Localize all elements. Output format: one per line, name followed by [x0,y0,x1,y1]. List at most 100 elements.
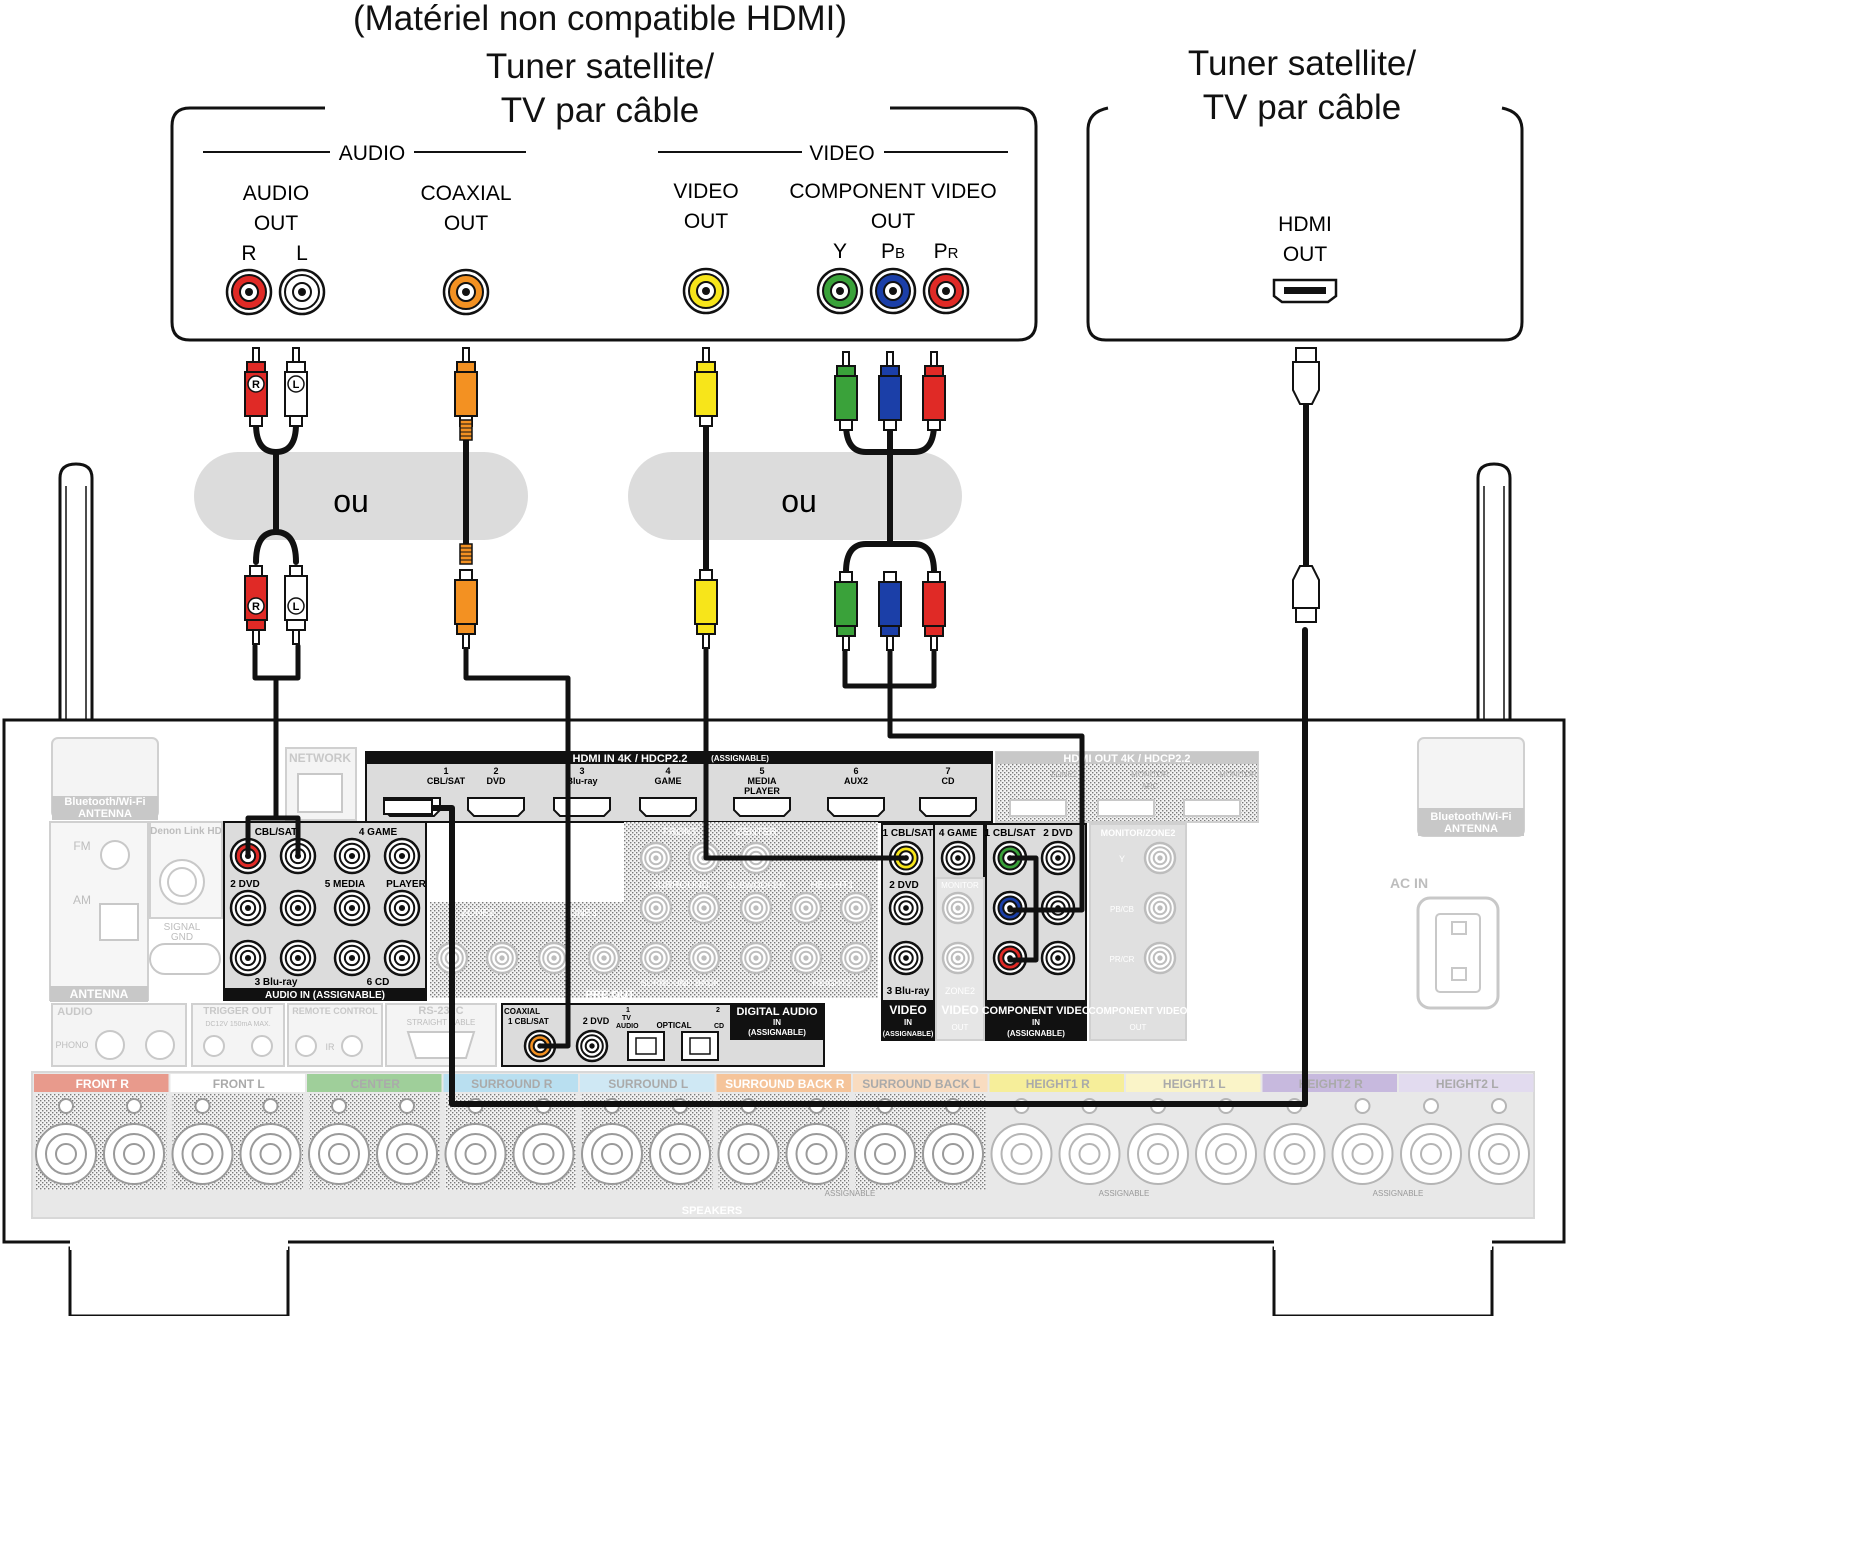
rs232-label: RS-232C [418,1005,463,1017]
pre-out-jack [485,941,519,975]
trigger-spec: DC12V 150mA MAX. [205,1021,270,1028]
video-out-panel-out: OUT [952,1023,969,1032]
component-out-label: COMPONENT VIDEO [1089,1006,1188,1017]
rca-plug-letter: R [252,601,260,613]
video-zone2-label: ZONE2 [945,986,975,996]
video-out-panel-label: VIDEO [941,1003,978,1017]
audio-in-jack [333,837,371,875]
hdmi-plug [1292,347,1320,405]
speaker-channel-header [1399,1074,1534,1092]
component-in-label: COMPONENT VIDEO [982,1005,1091,1017]
pre-out-jack [739,891,773,925]
pre-out-front: FRONT [663,827,697,838]
coax-sleeve [459,419,473,441]
component-out-out: OUT [1130,1023,1147,1032]
pre-out-subwoofer: SUBWOOFER [726,880,786,890]
audio-cable [253,421,299,565]
hdmi-out-port-inner [1284,287,1326,294]
video-in-jack-bluray [888,940,924,976]
or-label-video: ou [781,483,817,519]
trigger-area [191,1003,285,1067]
component-out-pb: PB/CB [1110,905,1134,914]
hdmi-in-port-label: 6 [853,766,858,776]
coaxial-out-label-2: OUT [444,212,489,235]
digital-optical-tv: 1 [626,1007,630,1014]
rca-plug [834,571,858,651]
digital-coax-dvd: 2 DVD [583,1016,610,1026]
component-in-y-jack-2 [1040,840,1076,876]
hdmi-in-label: HDMI IN 4K / HDCP2.2 [573,753,688,765]
speaker-channel-label: SURROUND BACK L [862,1077,980,1091]
video-in-cblsat-label: 1 CBL/SAT [883,828,934,839]
digital-audio-in: IN [773,1018,781,1027]
pre-out-jack [639,941,673,975]
video-section-jacks [888,840,1177,976]
bt-antenna-left-label: Bluetooth/Wi-Fi [64,796,145,808]
rca-plug [694,347,718,427]
speaker-channel-header [853,1074,988,1092]
component-out-label-1: COMPONENT VIDEO [789,180,996,203]
component-pr-jack [922,267,970,315]
component-pr-label: PR [934,240,959,263]
right-source-device: HDMI OUT [1086,106,1524,342]
audio-in-jack [383,889,421,927]
speaker-assignable-3: ASSIGNABLE [1373,1189,1424,1198]
hdmi-out-arc: ARC [1142,782,1159,791]
video-zone2-jack [941,941,975,975]
rs232-straight: STRAIGHT CABLE [407,1018,476,1027]
speaker-channel-label: SURROUND BACK R [725,1077,845,1091]
video-out-jack [682,267,730,315]
phono-audio-label: AUDIO [57,1006,93,1018]
pre-out-jack [687,941,721,975]
audio-in-jack [229,837,267,875]
hdmi-in-port-label: 4 [665,766,670,776]
rca-plug [922,351,946,431]
component-out-y-jack [1143,841,1177,875]
rca-plug [454,347,478,427]
speaker-binding-post [171,1098,234,1185]
hdmi-in-port-label: 1 [443,766,448,776]
pre-out-zone3: ZONE3 [563,908,597,919]
speaker-channel-header [989,1074,1124,1092]
rca-plug-letter: L [293,601,300,613]
rca-plug: L [284,347,308,427]
rca-plug [454,569,478,649]
audio-out-l-jack [278,268,326,316]
cables [245,401,1309,1107]
video-in-label: VIDEO [889,1003,926,1017]
left-device-note: (Matériel non compatible HDMI) [352,0,848,38]
component-cable-top [843,421,937,575]
speaker-channel-label: HEIGHT1 L [1163,1077,1226,1091]
speaker-binding-post [444,1098,507,1185]
hdmi-in-port [467,797,525,817]
hdmi-in-port [919,797,977,817]
hdmi-in-port-label: PLAYER [744,786,780,796]
right-device-outline [1086,106,1524,342]
speaker-binding-post [1127,1098,1189,1185]
speaker-channel-header [34,1074,169,1092]
component-out-pb-jack [1143,891,1177,925]
rca-plug [694,569,718,649]
hdmi-plug-in-receiver [383,799,433,815]
pre-out-zone2: ZONE2 [461,908,495,919]
video-monitor-jack [941,891,975,925]
pre-out-height1: HEIGHT1 [810,880,854,891]
speaker-channel-header [580,1074,715,1092]
av-receiver-rear-panel: Bluetooth/Wi-Fi ANTENNA NETWORK FM AM AN… [2,718,1566,1316]
left-device-title-line1: Tuner satellite/ [485,47,715,86]
speaker-channel-header [170,1074,305,1092]
audio-in-jacks [229,837,421,977]
speaker-channel-header [307,1074,442,1092]
bt-antenna-right-label-2: ANTENNA [1444,823,1498,835]
digital-optical-label: OPTICAL [656,1021,691,1030]
speaker-channel-label: HEIGHT2 L [1436,1077,1499,1091]
pre-out-surround: SURROUND [651,880,709,891]
audio-in-dvd-label: 2 DVD [230,879,259,890]
hdmi-in-port-label: 5 [759,766,764,776]
pre-out-jack [789,891,823,925]
pre-out-label: PRE OUT [586,989,635,1001]
digital-optical-tv-2: TV [622,1015,631,1022]
audio-out-l-label: L [296,242,308,265]
speaker-binding-post [1400,1098,1462,1185]
speaker-channel-label: FRONT L [213,1077,265,1091]
